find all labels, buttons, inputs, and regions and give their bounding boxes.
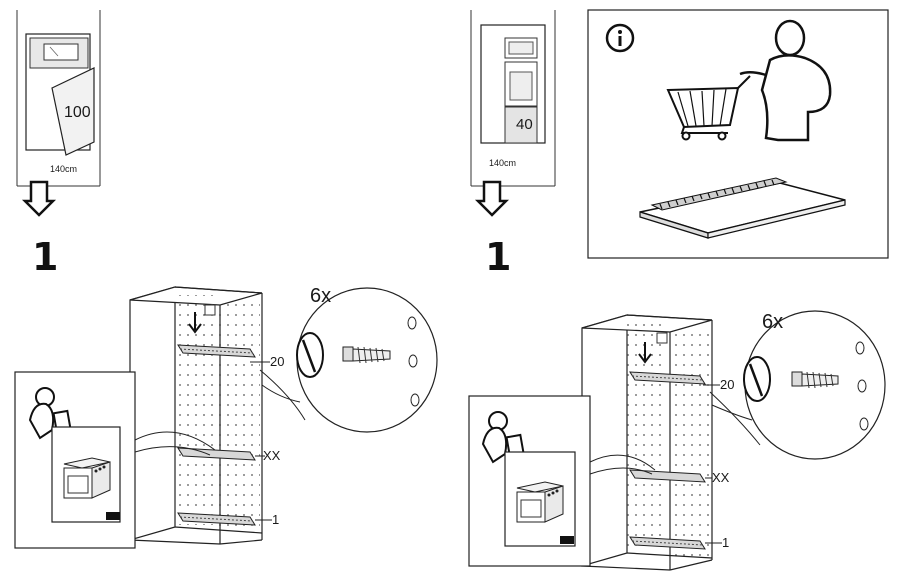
height-label: 140cm	[489, 158, 516, 168]
shelf-position-label: 20	[270, 354, 284, 369]
front-size-label: 40	[516, 116, 533, 133]
screw-icon	[791, 371, 839, 389]
info-icon	[605, 23, 635, 53]
height-label: 140cm	[50, 164, 77, 174]
person-icon	[481, 411, 525, 464]
right-screw-detail: 6x	[709, 310, 886, 460]
shopping-cart-icon	[666, 75, 751, 141]
info-panel	[587, 9, 889, 259]
right-consult-panel	[468, 395, 656, 567]
left-consult-panel	[14, 371, 216, 549]
shelf-with-pins	[639, 177, 846, 239]
screw-count-label: 6x	[762, 311, 783, 333]
person-icon	[28, 387, 72, 440]
bottom-shelf-label: 1	[722, 535, 729, 550]
down-arrow-icon	[474, 180, 510, 217]
front-size-label: 100	[64, 104, 91, 121]
middle-shelf-label: XX	[712, 470, 730, 485]
left-cabinet-preview: 100 140cm	[16, 10, 101, 187]
step-number: 1	[485, 235, 511, 279]
screw-count-label: 6x	[310, 285, 331, 307]
right-cabinet-preview: 40 140cm	[470, 10, 556, 187]
step-number: 1	[32, 235, 58, 279]
down-arrow-icon	[21, 180, 57, 217]
oven-icon	[516, 481, 564, 523]
middle-shelf-label: XX	[263, 448, 281, 463]
oven-icon	[63, 457, 111, 499]
screw-icon	[342, 346, 391, 364]
left-screw-detail: 6x	[259, 285, 438, 433]
person-icon	[739, 19, 832, 142]
left-cabinet-assembly: 20 XX 1	[129, 286, 284, 545]
shelf-position-label: 20	[720, 377, 734, 392]
bottom-shelf-label: 1	[272, 512, 279, 527]
right-cabinet-assembly: 20 XX 1	[581, 314, 734, 571]
